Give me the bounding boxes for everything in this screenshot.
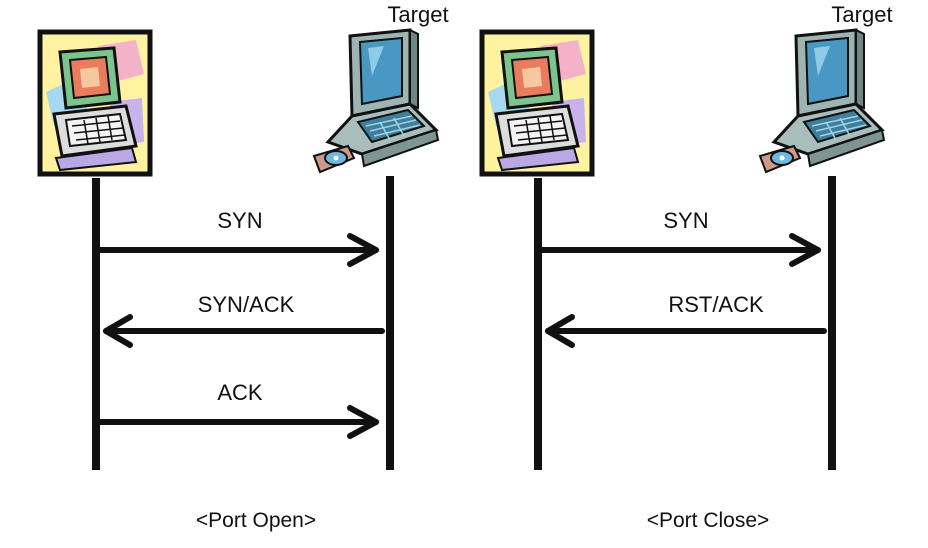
laptop-icon xyxy=(312,28,440,174)
arrow-syn xyxy=(97,233,379,267)
message-label-syn: SYN xyxy=(663,208,708,233)
panel-port-open: Target SYN SYN/ACK ACK <Port Open> xyxy=(40,2,449,532)
message-label-syn-ack: SYN/ACK xyxy=(198,292,295,317)
target-label: Target xyxy=(831,2,892,27)
laptop-icon xyxy=(758,28,886,174)
caption-port-close: <Port Close> xyxy=(647,509,770,532)
message-label-syn: SYN xyxy=(217,208,262,233)
arrow-ack xyxy=(97,405,379,439)
panel-port-close: Target SYN RST/ACK <Port Close> xyxy=(482,2,893,532)
target-label: Target xyxy=(387,2,448,27)
arrow-syn-ack xyxy=(103,314,385,348)
message-label-rst-ack: RST/ACK xyxy=(668,292,764,317)
caption-port-open: <Port Open> xyxy=(196,509,316,532)
desktop-computer-icon xyxy=(482,32,592,174)
message-label-ack: ACK xyxy=(217,380,263,405)
desktop-computer-icon xyxy=(40,32,150,174)
arrow-rst-ack xyxy=(545,314,827,348)
arrow-syn xyxy=(539,233,821,267)
